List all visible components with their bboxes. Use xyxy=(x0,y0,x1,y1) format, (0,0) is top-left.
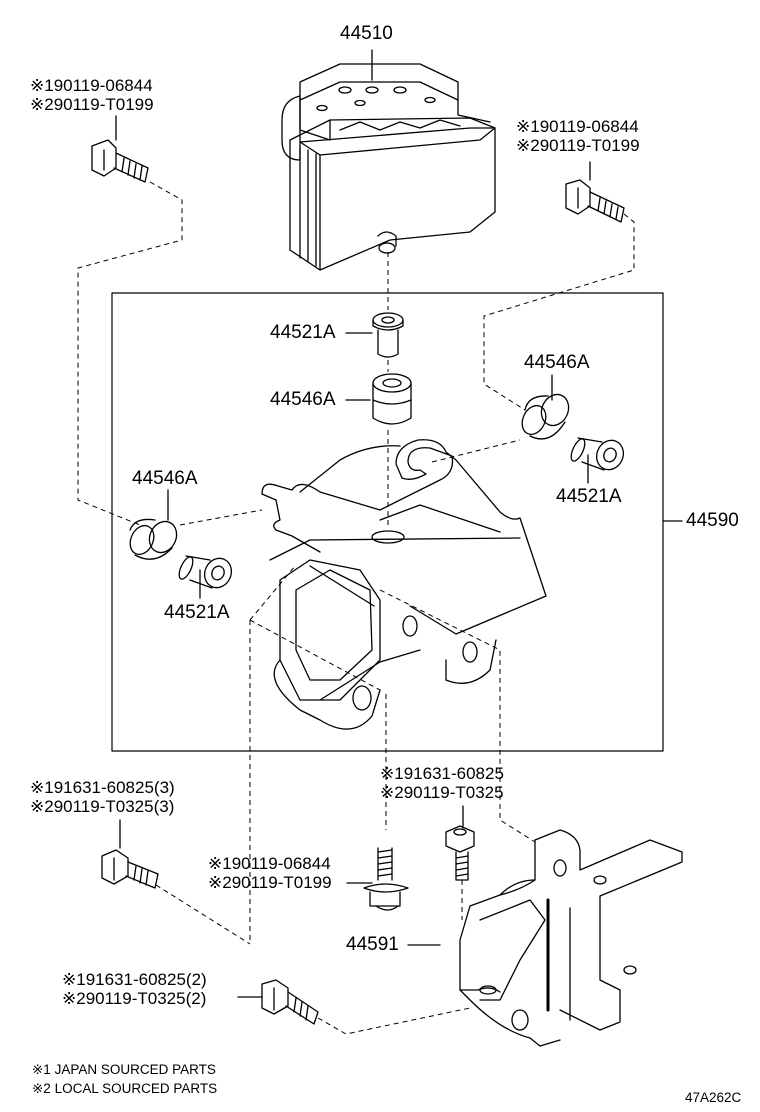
cushion-left-icon xyxy=(129,518,178,560)
label-bolt-top-left: ※190119-06844 ※290119-T0199 xyxy=(30,76,154,114)
label-bolt-top-left-1: ※190119-06844 xyxy=(30,76,153,95)
label-44590: 44590 xyxy=(686,510,739,531)
diagram-code: 47A262C xyxy=(685,1090,742,1105)
abs-actuator-icon xyxy=(281,63,496,271)
stud-center-icon xyxy=(363,847,409,911)
bolt-bottom-icon xyxy=(261,979,319,1025)
label-bolt-bottom-1: ※191631-60825(2) xyxy=(62,970,207,989)
label-cushion-right: 44546A xyxy=(524,352,590,373)
label-cushion-left: 44546A xyxy=(132,468,198,489)
collar-right-icon xyxy=(570,437,625,471)
label-collar-left: 44521A xyxy=(164,602,230,623)
label-bolt-mid-right-2: ※290119-T0325 xyxy=(380,783,504,802)
footnote-japan: ※1 JAPAN SOURCED PARTS xyxy=(32,1062,216,1077)
label-bolt-top-right: ※190119-06844 ※290119-T0199 xyxy=(516,117,640,155)
label-bolt-lower-left-1: ※191631-60825(3) xyxy=(30,778,175,797)
label-bolt-top-right-1: ※190119-06844 xyxy=(516,117,639,136)
label-bolt-mid-right-1: ※191631-60825 xyxy=(380,764,504,783)
label-bolt-mid-right: ※191631-60825 ※290119-T0325 xyxy=(380,764,504,802)
cushion-right-icon xyxy=(521,393,570,440)
label-bolt-lower-left: ※191631-60825(3) ※290119-T0325(3) xyxy=(30,778,175,816)
label-stud-center-2: ※290119-T0199 xyxy=(208,873,332,892)
label-bolt-top-right-2: ※290119-T0199 xyxy=(516,136,640,155)
footnote-local: ※2 LOCAL SOURCED PARTS xyxy=(32,1081,218,1096)
label-bolt-bottom-2: ※290119-T0325(2) xyxy=(62,989,207,1008)
cushion-center-icon xyxy=(372,373,412,425)
collar-center-icon xyxy=(372,312,404,358)
label-stud-center-1: ※190119-06844 xyxy=(208,854,331,873)
bolt-lower-left-icon xyxy=(101,849,159,889)
collar-left-icon xyxy=(178,555,233,589)
label-cushion-center: 44546A xyxy=(270,389,336,410)
bracket-upper-icon xyxy=(261,439,547,684)
bracket-lower-44591-icon xyxy=(459,829,683,1047)
label-collar-center: 44521A xyxy=(270,322,336,343)
label-stud-center: ※190119-06844 ※290119-T0199 xyxy=(208,854,332,892)
label-collar-right: 44521A xyxy=(556,486,622,507)
label-44591: 44591 xyxy=(346,934,399,955)
label-44510: 44510 xyxy=(340,23,393,44)
bolt-upper-right-icon xyxy=(565,179,625,223)
bolt-upper-left-icon xyxy=(91,139,149,183)
label-bolt-lower-left-2: ※290119-T0325(3) xyxy=(30,797,175,816)
label-bolt-bottom: ※191631-60825(2) ※290119-T0325(2) xyxy=(62,970,207,1008)
bracket-lower-body-icon xyxy=(273,559,421,730)
bolt-mid-right-icon xyxy=(445,825,475,881)
label-bolt-top-left-2: ※290119-T0199 xyxy=(30,95,154,114)
